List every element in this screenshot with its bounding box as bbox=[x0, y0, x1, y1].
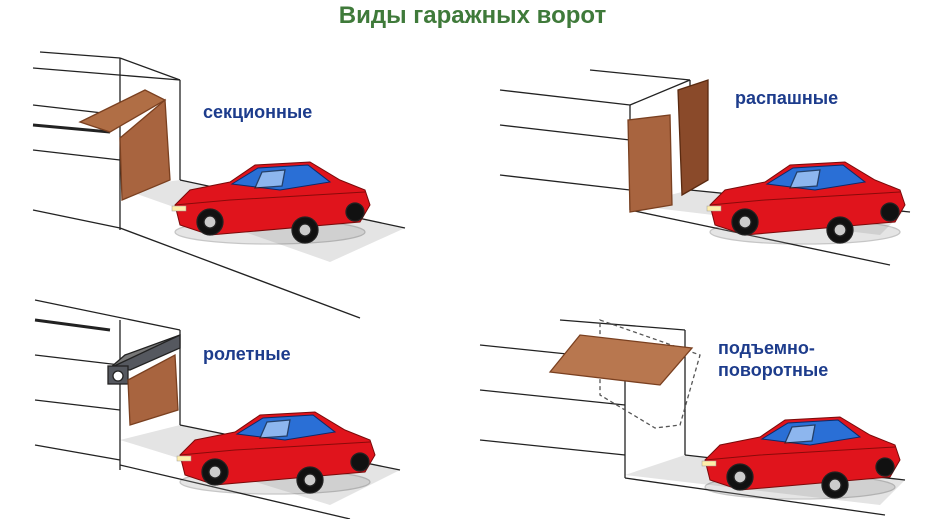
label-sectional: секционные bbox=[203, 102, 313, 122]
swing-garage bbox=[499, 69, 911, 266]
car-icon bbox=[706, 161, 906, 245]
label-roller: ролетные bbox=[203, 344, 291, 364]
up-and-over-garage bbox=[479, 319, 906, 516]
car-icon bbox=[176, 411, 376, 495]
label-up-and-over-line2: поворотные bbox=[718, 360, 829, 380]
label-up-and-over-line1: подъемно- bbox=[718, 338, 815, 358]
label-up-and-over: подъемно- поворотные bbox=[718, 337, 828, 381]
roller-garage bbox=[34, 299, 401, 519]
sectional-garage bbox=[32, 51, 406, 319]
car-icon bbox=[171, 161, 371, 245]
diagram-title: Виды гаражных ворот bbox=[338, 2, 607, 29]
car-icon bbox=[701, 416, 901, 500]
label-swing: распашные bbox=[735, 88, 839, 108]
